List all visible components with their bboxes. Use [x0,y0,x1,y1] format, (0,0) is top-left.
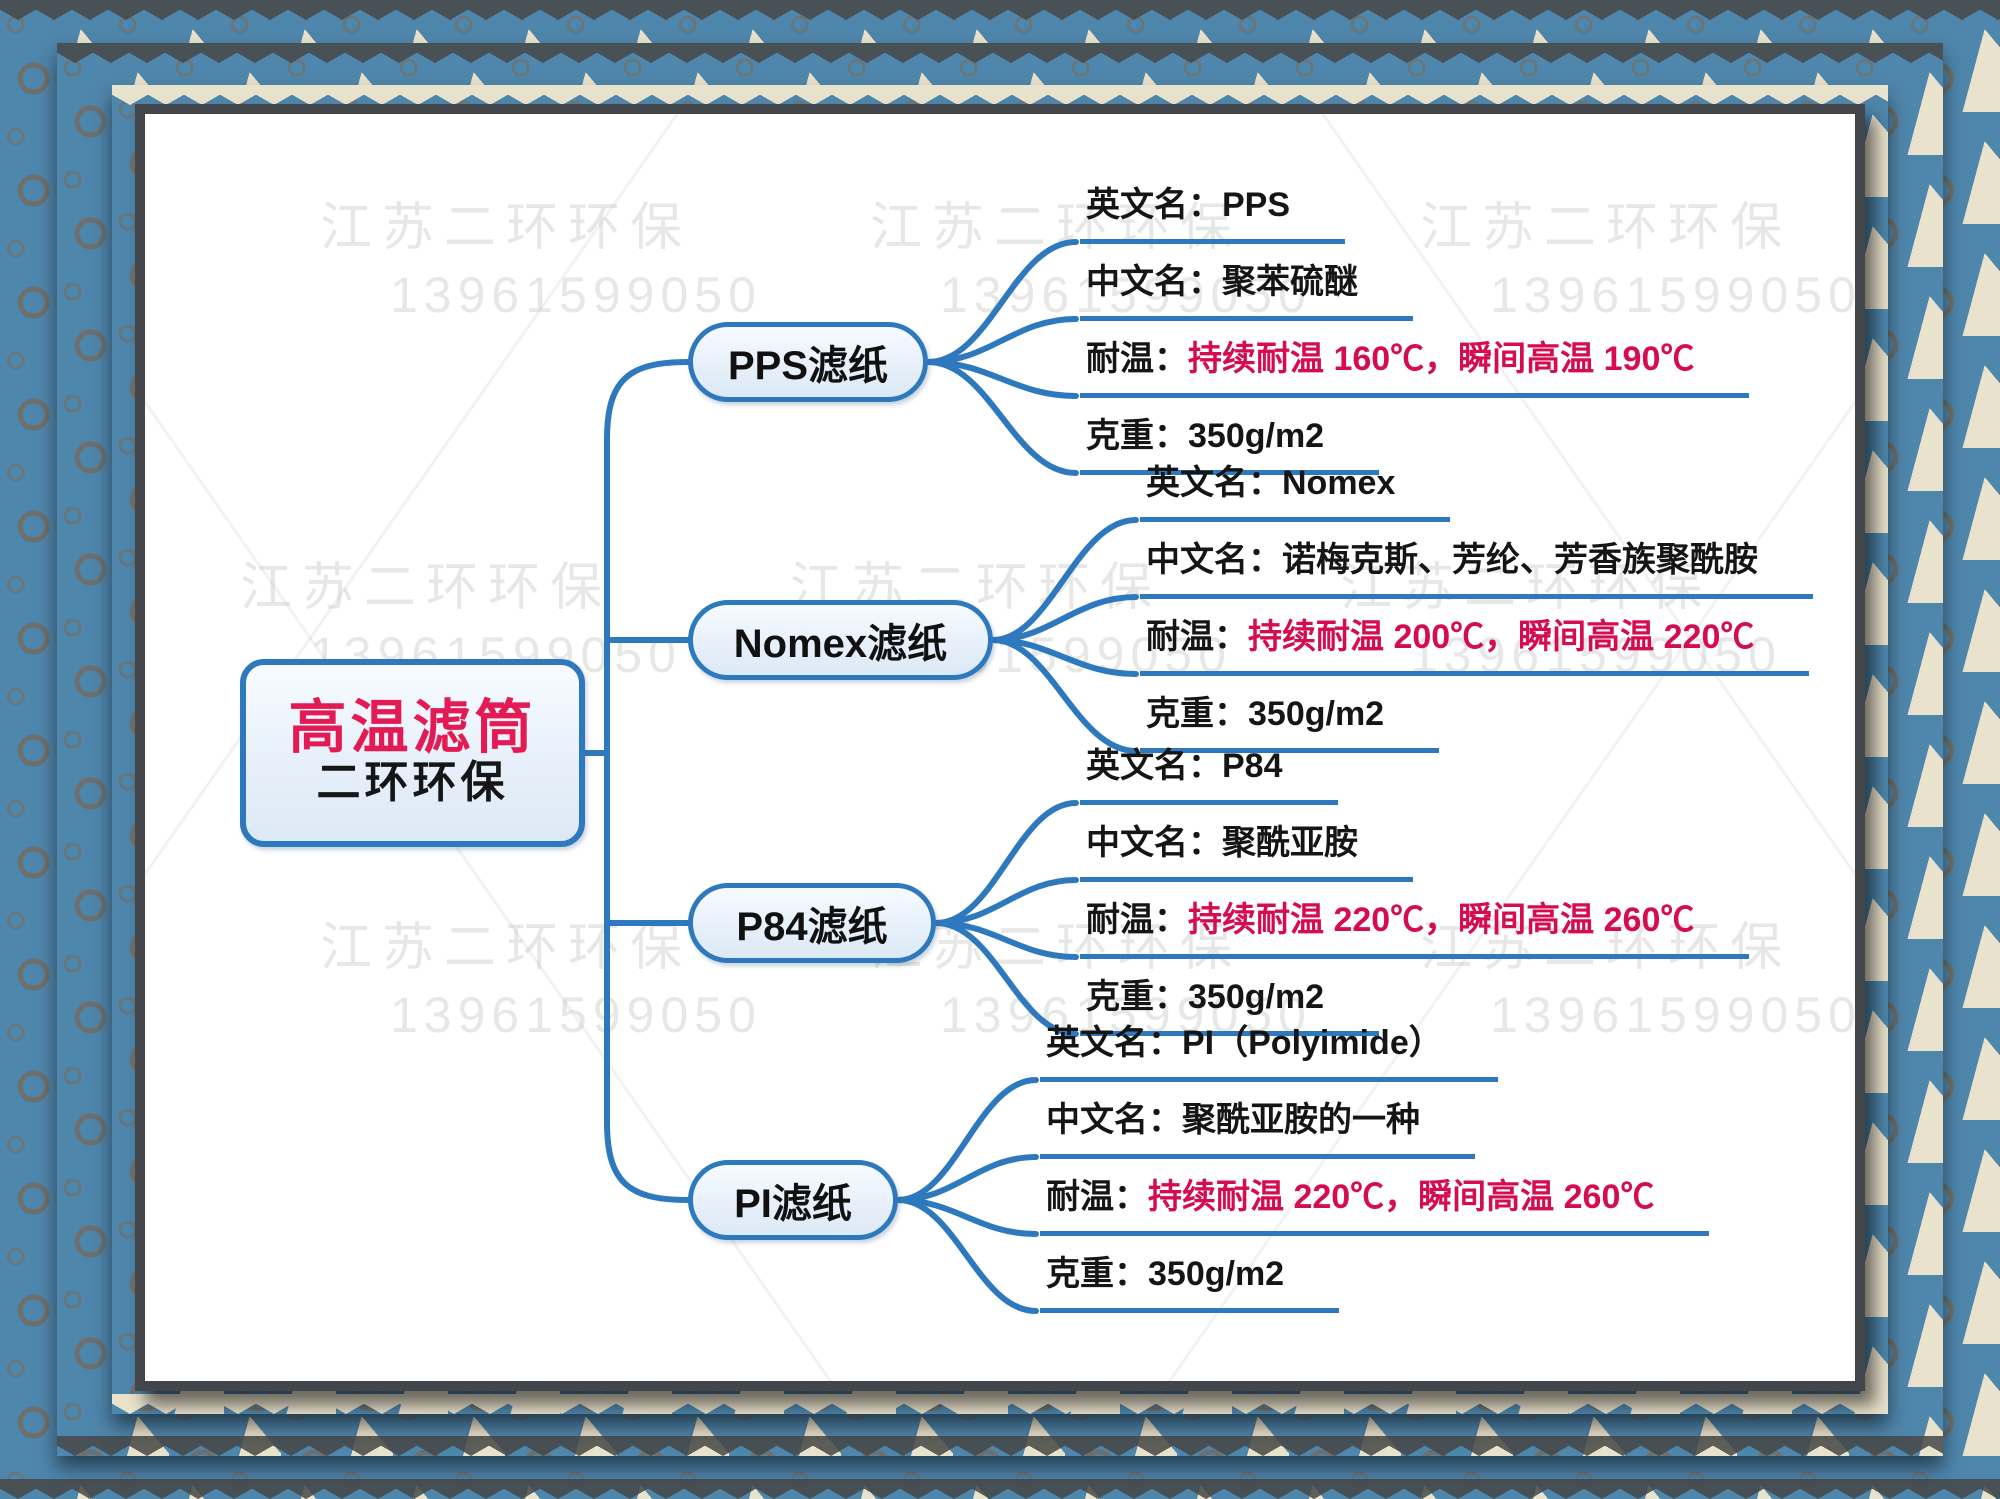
leaf-value: 350g/m2 [1188,978,1325,1016]
root-title: 高温滤筒 [288,695,537,761]
leaf-item[interactable]: 中文名：聚酰亚胺的一种 [1040,1090,1475,1159]
connector-leaf [990,637,1139,754]
leaf-label: 中文名： [1146,541,1282,579]
leaf-item[interactable]: 中文名：聚酰亚胺 [1080,813,1413,882]
root-node[interactable]: 高温滤筒 二环环保 [240,659,585,847]
connector-leaf [933,920,1079,1037]
branch-label: Nomex滤纸 [733,622,948,666]
connector-leaf [925,239,1079,365]
branch-label: PI滤纸 [734,1182,852,1226]
leaf-label: 耐温： [1086,901,1188,939]
leaf-label: 克重： [1086,417,1188,455]
leaf-value: 持续耐温 220℃，瞬间高温 260℃ [1188,901,1695,939]
connector-trunk [604,359,691,1203]
leaf-value: 聚酰亚胺的一种 [1182,1101,1420,1139]
leaf-label: 中文名： [1046,1101,1182,1139]
leaf-value: 聚苯硫醚 [1222,263,1358,301]
branch-node-pps[interactable]: PPS滤纸 [688,322,928,402]
leaf-value: 持续耐温 200℃，瞬间高温 220℃ [1248,618,1755,656]
connector-leaf [895,1077,1039,1203]
leaf-item[interactable]: 耐温：持续耐温 220℃，瞬间高温 260℃ [1040,1167,1710,1236]
leaf-value: 350g/m2 [1148,1255,1285,1293]
leaf-item[interactable]: 耐温：持续耐温 160℃，瞬间高温 190℃ [1080,329,1750,398]
root-subtitle: 二环环保 [316,758,509,808]
leaf-item[interactable]: 克重：350g/m2 [1080,406,1380,475]
leaf-value: P84 [1222,747,1283,785]
connector-leaf [990,517,1139,643]
leaf-label: 英文名： [1046,1024,1182,1062]
leaf-value: 聚酰亚胺 [1222,824,1358,862]
leaf-label: 英文名： [1086,747,1222,785]
leaf-item[interactable]: 中文名：诺梅克斯、芳纶、芳香族聚酰胺 [1140,530,1813,599]
leaf-label: 克重： [1086,978,1188,1016]
leaf-label: 克重： [1046,1255,1148,1293]
leaf-label: 克重： [1146,695,1248,733]
leaf-value: 350g/m2 [1248,695,1385,733]
leaf-label: 英文名： [1146,464,1282,502]
leaf-item[interactable]: 英文名：PI（Polyimide） [1040,1013,1498,1082]
leaf-label: 中文名： [1086,263,1222,301]
branch-label: PPS滤纸 [727,344,889,388]
leaf-item[interactable]: 耐温：持续耐温 200℃，瞬间高温 220℃ [1140,607,1810,676]
branch-node-pi[interactable]: PI滤纸 [688,1160,898,1240]
leaf-value: 持续耐温 160℃，瞬间高温 190℃ [1188,340,1695,378]
leaf-item[interactable]: 英文名：PPS [1080,175,1346,244]
leaf-item[interactable]: 英文名：P84 [1080,736,1338,805]
leaf-label: 英文名： [1086,186,1222,224]
leaf-label: 耐温： [1046,1178,1148,1216]
leaf-value: Nomex [1282,464,1396,502]
leaf-item[interactable]: 克重：350g/m2 [1040,1244,1340,1313]
leaf-value: 诺梅克斯、芳纶、芳香族聚酰胺 [1282,541,1758,579]
leaf-item[interactable]: 克重：350g/m2 [1080,967,1380,1036]
leaf-item[interactable]: 英文名：Nomex [1140,453,1451,522]
leaf-value: PI（Polyimide） [1182,1024,1443,1062]
branch-node-nomex[interactable]: Nomex滤纸 [688,600,993,680]
branch-node-p84[interactable]: P84滤纸 [688,883,936,963]
leaf-label: 耐温： [1086,340,1188,378]
connector-leaf [933,800,1079,926]
connector-leaf [925,316,1079,365]
connector-leaf [895,1197,1039,1314]
leaf-value: 350g/m2 [1188,417,1325,455]
leaf-value: 持续耐温 220℃，瞬间高温 260℃ [1148,1178,1655,1216]
leaf-item[interactable]: 中文名：聚苯硫醚 [1080,252,1413,321]
leaf-value: PPS [1222,186,1291,224]
leaf-item[interactable]: 耐温：持续耐温 220℃，瞬间高温 260℃ [1080,890,1750,959]
connector-leaf [925,359,1079,476]
leaf-label: 耐温： [1146,618,1248,656]
leaf-item[interactable]: 克重：350g/m2 [1140,684,1440,753]
branch-label: P84滤纸 [736,905,888,949]
leaf-label: 中文名： [1086,824,1222,862]
